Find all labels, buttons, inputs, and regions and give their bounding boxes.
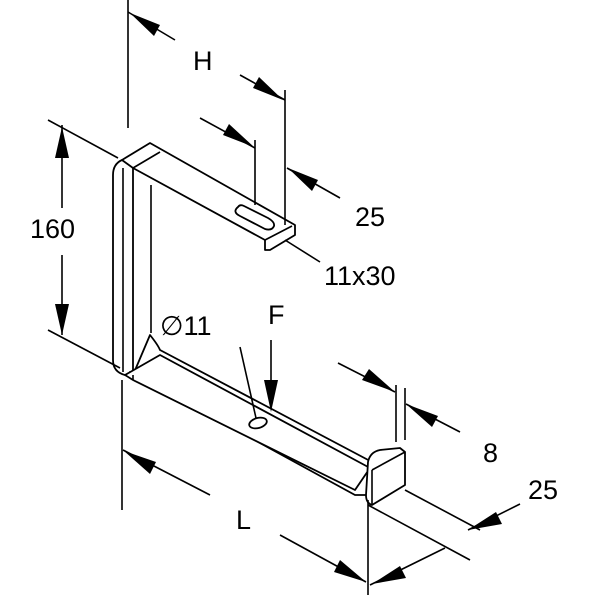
dim-height-label: 160 — [30, 214, 76, 244]
dim-width-label: 25 — [528, 475, 559, 505]
dim-thickness-label: 8 — [483, 438, 499, 468]
dim-slot-label: 11x30 — [324, 261, 396, 291]
load-F-label: F — [268, 300, 285, 330]
dimension-lines — [47, 0, 521, 595]
slot — [234, 204, 276, 231]
hole — [248, 416, 268, 430]
dim-hole-label: ∅11 — [160, 311, 212, 341]
dim-length-label: L — [236, 505, 252, 535]
bracket-body — [112, 142, 406, 506]
dim-H-label: H — [193, 46, 213, 76]
dim-slot-offset-label: 25 — [355, 202, 386, 232]
